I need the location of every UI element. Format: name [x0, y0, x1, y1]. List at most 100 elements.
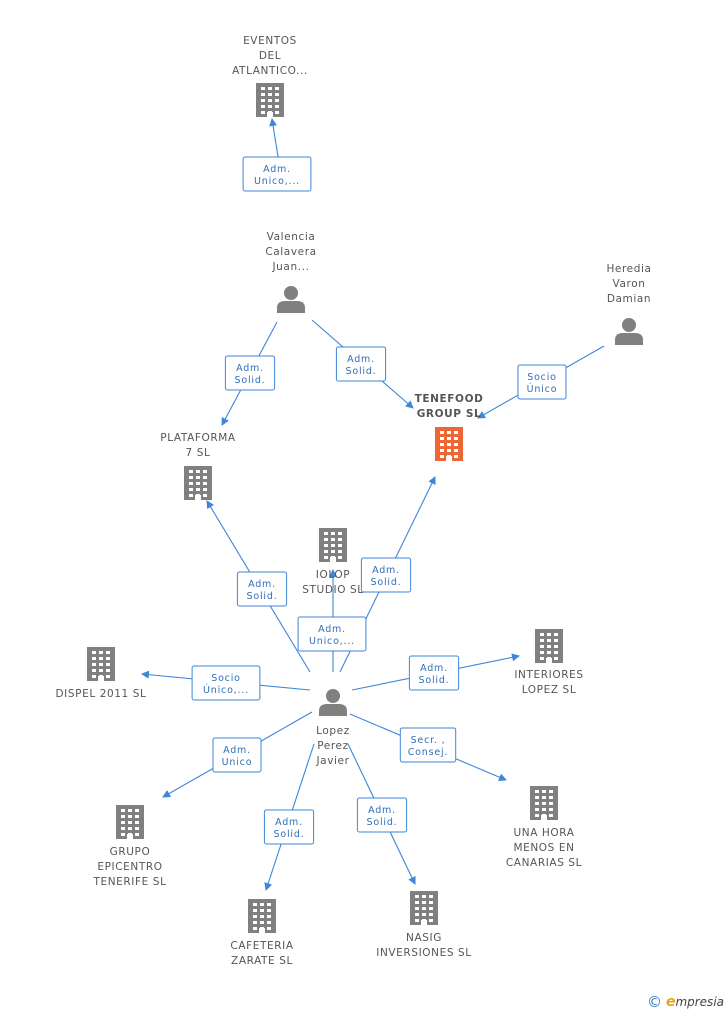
copyright-icon: © [646, 993, 662, 1011]
edge-label-box [224, 355, 276, 391]
building-window [429, 907, 433, 910]
building-window [253, 921, 257, 924]
node-eventos[interactable]: EVENTOSDELATLANTICO... [232, 35, 308, 117]
node-valencia[interactable]: ValenciaCalaveraJuan... [265, 231, 316, 313]
building-window [542, 808, 546, 811]
building-window [549, 790, 553, 793]
node-dispel[interactable]: DISPEL 2011 SL [56, 647, 147, 700]
building-window [128, 809, 132, 812]
node-label: DISPEL 2011 SL [56, 688, 147, 700]
building-window [549, 808, 553, 811]
building-icon [87, 647, 115, 681]
edge-label-text: Adm. [420, 663, 448, 674]
node-label: ZARATE SL [231, 955, 293, 967]
footer-brand[interactable]: © empresia [647, 993, 724, 1011]
brand-initial: e [665, 994, 676, 1010]
edge-label-valencia-tenefood[interactable]: Adm.Solid. [335, 346, 387, 382]
building-window [267, 927, 271, 930]
node-label: PLATAFORMA [160, 432, 236, 444]
building-window [324, 538, 328, 541]
building-window [121, 815, 125, 818]
edge-label-lopez-interiores[interactable]: Adm.Solid. [408, 655, 460, 691]
edge-label-lopez-plataforma[interactable]: Adm.Solid. [236, 571, 288, 607]
building-door [421, 920, 427, 925]
building-window [422, 907, 426, 910]
edge-label-text: Solid. [367, 817, 398, 828]
edge-label-lopez-nasig[interactable]: Adm.Solid. [356, 797, 408, 833]
building-window [540, 651, 544, 654]
building-window [535, 814, 539, 817]
building-window [447, 443, 451, 446]
node-label: GRUPO [110, 846, 151, 858]
building-icon [410, 891, 438, 925]
building-window [338, 532, 342, 535]
building-window [535, 802, 539, 805]
person-icon [277, 286, 305, 313]
building-window [135, 827, 139, 830]
edge-label-lopez-cafeteria[interactable]: Adm.Solid. [263, 809, 315, 845]
edge-label-text: Solid. [235, 375, 266, 386]
building-window [554, 651, 558, 654]
brand-logo[interactable]: empresia [666, 994, 724, 1010]
edge-label-text: Adm. [347, 354, 375, 365]
edge-label-lopez-unahora[interactable]: Secr. ,Consej. [399, 727, 457, 763]
edge-label-lopez-tenefood[interactable]: Adm.Solid. [360, 557, 412, 593]
building-window [547, 639, 551, 642]
building-window [135, 821, 139, 824]
building-window [440, 443, 444, 446]
building-window [275, 87, 279, 90]
building-window [535, 790, 539, 793]
edge-label-lopez-dispel[interactable]: SocioÚnico,... [191, 665, 261, 701]
edge-label-box [360, 557, 412, 593]
building-window [135, 809, 139, 812]
edge-label-valencia-plataforma[interactable]: Adm.Solid. [224, 355, 276, 391]
node-label: EVENTOS [243, 35, 297, 47]
edge-label-box [399, 727, 457, 763]
building-window [261, 87, 265, 90]
edge-label-valencia-eventos[interactable]: Adm.Unico,... [242, 156, 312, 192]
edge-label-text: Solid. [346, 366, 377, 377]
building-door [267, 112, 273, 117]
edge-label-text: Solid. [371, 577, 402, 588]
building-window [331, 538, 335, 541]
building-window [554, 645, 558, 648]
building-window [415, 919, 419, 922]
edge-label-lopez-iolop[interactable]: Adm.Unico,... [297, 616, 367, 652]
node-cafeteria[interactable]: CAFETERIA ZARATE SL [230, 899, 293, 967]
building-window [542, 802, 546, 805]
building-window [106, 663, 110, 666]
edge-label-text: Secr. , [411, 735, 446, 746]
building-window [92, 663, 96, 666]
building-window [189, 476, 193, 479]
building-window [128, 827, 132, 830]
edge-label-lopez-grupo[interactable]: Adm.Unico [212, 737, 262, 773]
node-label: CAFETERIA [230, 940, 293, 952]
building-window [196, 482, 200, 485]
building-window [261, 105, 265, 108]
building-window [540, 633, 544, 636]
edge-label-text: Adm. [236, 363, 264, 374]
node-label: INTERIORES [514, 669, 583, 681]
building-window [549, 802, 553, 805]
building-window [135, 815, 139, 818]
edge-label-box [236, 571, 288, 607]
edge-label-text: Solid. [247, 591, 278, 602]
building-window [121, 827, 125, 830]
building-window [331, 550, 335, 553]
edge-label-text: Unico,... [254, 176, 300, 187]
building-window [189, 494, 193, 497]
building-window [324, 556, 328, 559]
building-window [331, 532, 335, 535]
edge-label-text: Adm. [368, 805, 396, 816]
building-window [415, 913, 419, 916]
